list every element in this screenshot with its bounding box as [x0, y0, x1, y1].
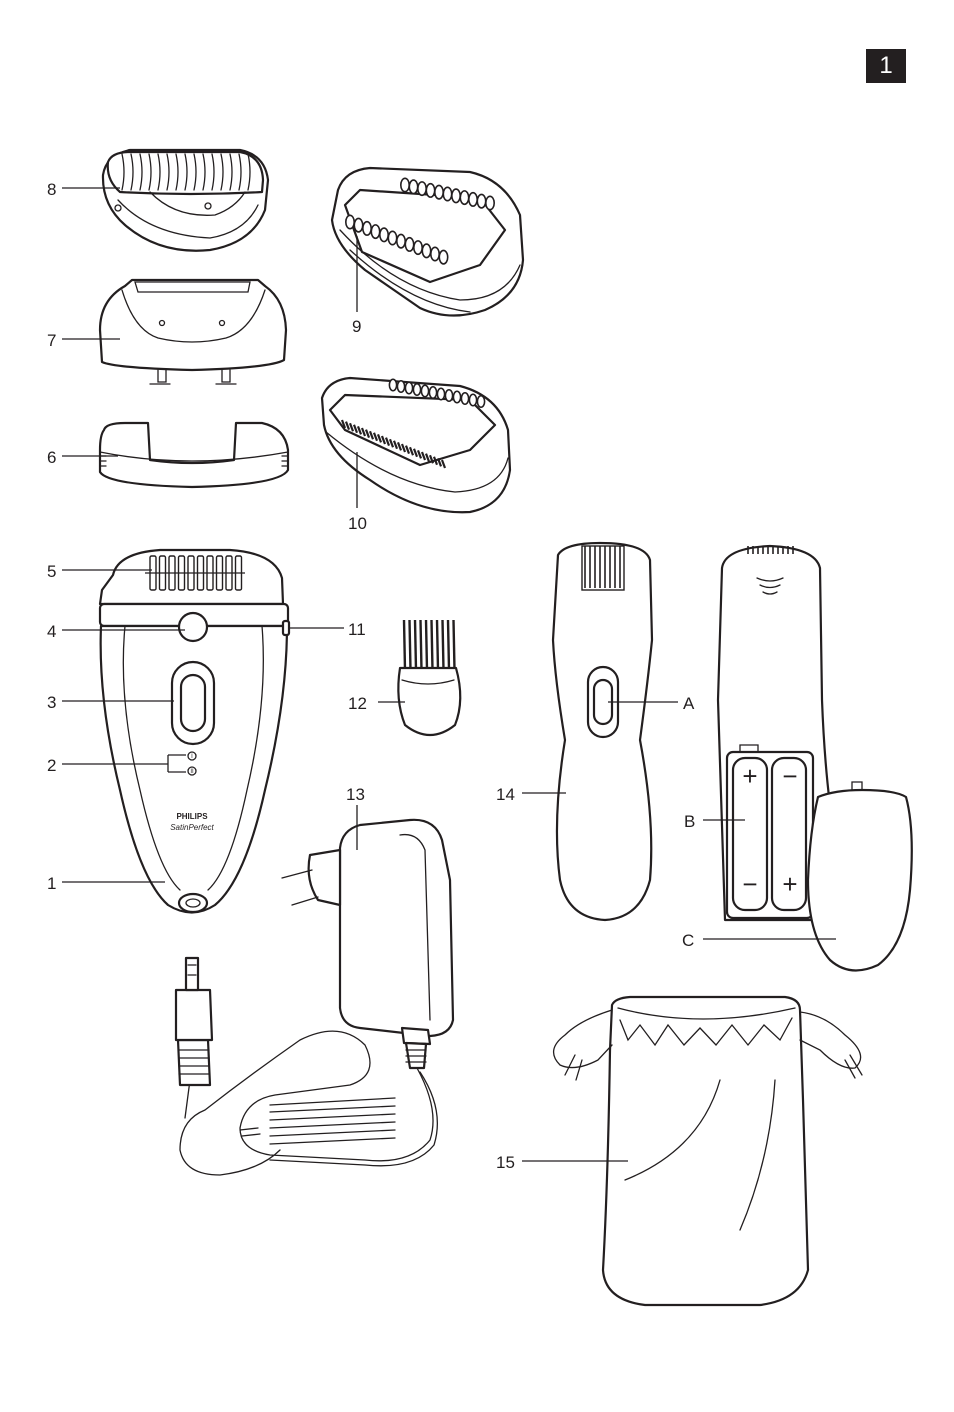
cleaning-brush-illustration — [397, 619, 462, 737]
speed-2-indicator-label: II — [190, 769, 194, 775]
callout-8: 8 — [47, 180, 56, 199]
battery-2-plus-label: + — [782, 869, 797, 899]
callout-13: 13 — [346, 785, 365, 804]
callout-lines — [62, 187, 836, 1162]
bikini-trimmer-front-illustration — [551, 541, 654, 922]
callout-labels: 8 7 6 9 10 5 4 11 3 12 2 13 1 14 A B C 1… — [47, 180, 695, 1172]
device-model-label: SatinPerfect — [170, 823, 214, 832]
power-adapter-illustration — [174, 818, 455, 1176]
callout-1: 1 — [47, 874, 56, 893]
battery-2-minus-label: − — [782, 761, 797, 791]
callout-7: 7 — [47, 331, 56, 350]
shaving-head-cap-illustration — [101, 148, 270, 252]
bikini-trimmer-back-illustration: + − − + — [716, 544, 913, 972]
callout-6: 6 — [47, 448, 56, 467]
battery-1-minus-label: − — [742, 869, 757, 899]
callout-14: 14 — [496, 785, 515, 804]
callout-11: 11 — [348, 620, 366, 639]
callout-15: 15 — [496, 1153, 515, 1172]
storage-pouch-illustration — [553, 995, 863, 1307]
callout-4: 4 — [47, 622, 56, 641]
callout-3: 3 — [47, 693, 56, 712]
device-brand-label: PHILIPS — [176, 812, 208, 821]
shaving-head-illustration — [98, 278, 288, 385]
battery-1-plus-label: + — [742, 761, 757, 791]
callout-12: 12 — [348, 694, 367, 713]
callout-A: A — [683, 694, 695, 713]
callout-5: 5 — [47, 562, 56, 581]
callout-2: 2 — [47, 756, 56, 775]
callout-B: B — [684, 812, 695, 831]
callout-9: 9 — [352, 317, 361, 336]
comb-cap-illustration — [98, 421, 290, 489]
callout-C: C — [682, 931, 694, 950]
callout-10: 10 — [348, 514, 367, 533]
page-number-badge: 1 — [866, 49, 906, 83]
epilating-head-sensitive-illustration — [320, 376, 512, 514]
speed-1-indicator-label: I — [191, 754, 193, 760]
main-appliance-illustration: I II PHILIPS SatinPerfect — [98, 548, 291, 914]
epilating-head-illustration — [330, 166, 525, 317]
